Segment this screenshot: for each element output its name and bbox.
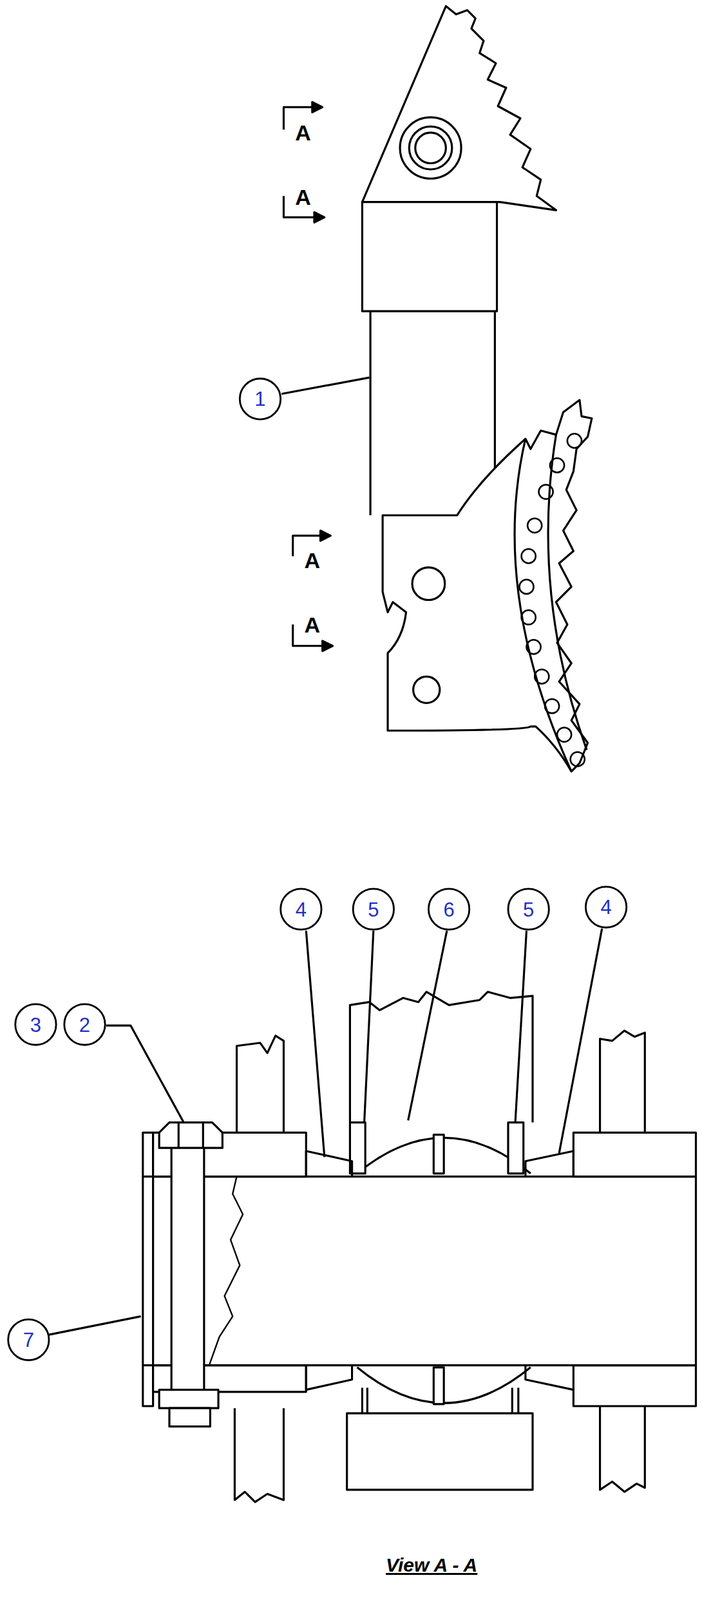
section-letter: A — [304, 613, 321, 636]
callout-number: 7 — [23, 1329, 35, 1350]
callout-number: 6 — [443, 899, 455, 920]
section-letter: A — [294, 121, 312, 144]
section-letter: A — [294, 186, 312, 209]
callout-number: 4 — [295, 899, 307, 920]
view-caption: View A - A — [385, 1555, 478, 1575]
callout-number: 5 — [522, 899, 534, 920]
callout-number: 3 — [30, 1014, 42, 1035]
callout-number: 1 — [254, 388, 266, 409]
callout-number: 2 — [79, 1014, 91, 1035]
callout-number: 5 — [367, 899, 379, 920]
section-letter: A — [304, 549, 321, 572]
callout-number: 4 — [600, 897, 612, 918]
